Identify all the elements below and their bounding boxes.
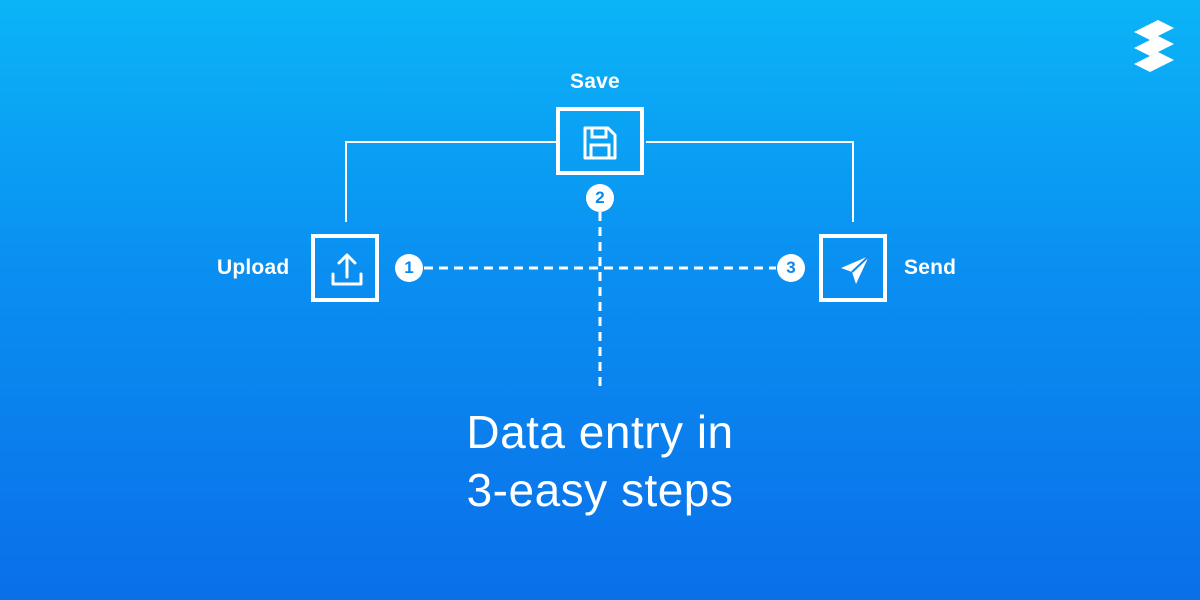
solid-bracket-line [345, 141, 556, 222]
step-3-badge: 3 [777, 254, 805, 282]
step-3-icon-box [819, 234, 887, 302]
step-3-label: Send [904, 256, 957, 279]
step-1-badge: 1 [395, 254, 423, 282]
floppy-disk-icon [583, 126, 617, 160]
step-2-label: Save [570, 70, 620, 93]
step-2-icon-box [556, 107, 644, 175]
step-1-icon-box [311, 234, 379, 302]
stacked-s-logo-icon [1134, 20, 1174, 72]
solid-bracket-line-right [646, 141, 854, 222]
step-1-label: Upload [217, 256, 290, 279]
headline-line-1: Data entry in [466, 406, 734, 458]
headline-line-2: 3-easy steps [466, 464, 734, 516]
upload-icon [331, 253, 363, 286]
paper-plane-icon [841, 255, 870, 284]
step-2-badge: 2 [586, 184, 614, 212]
